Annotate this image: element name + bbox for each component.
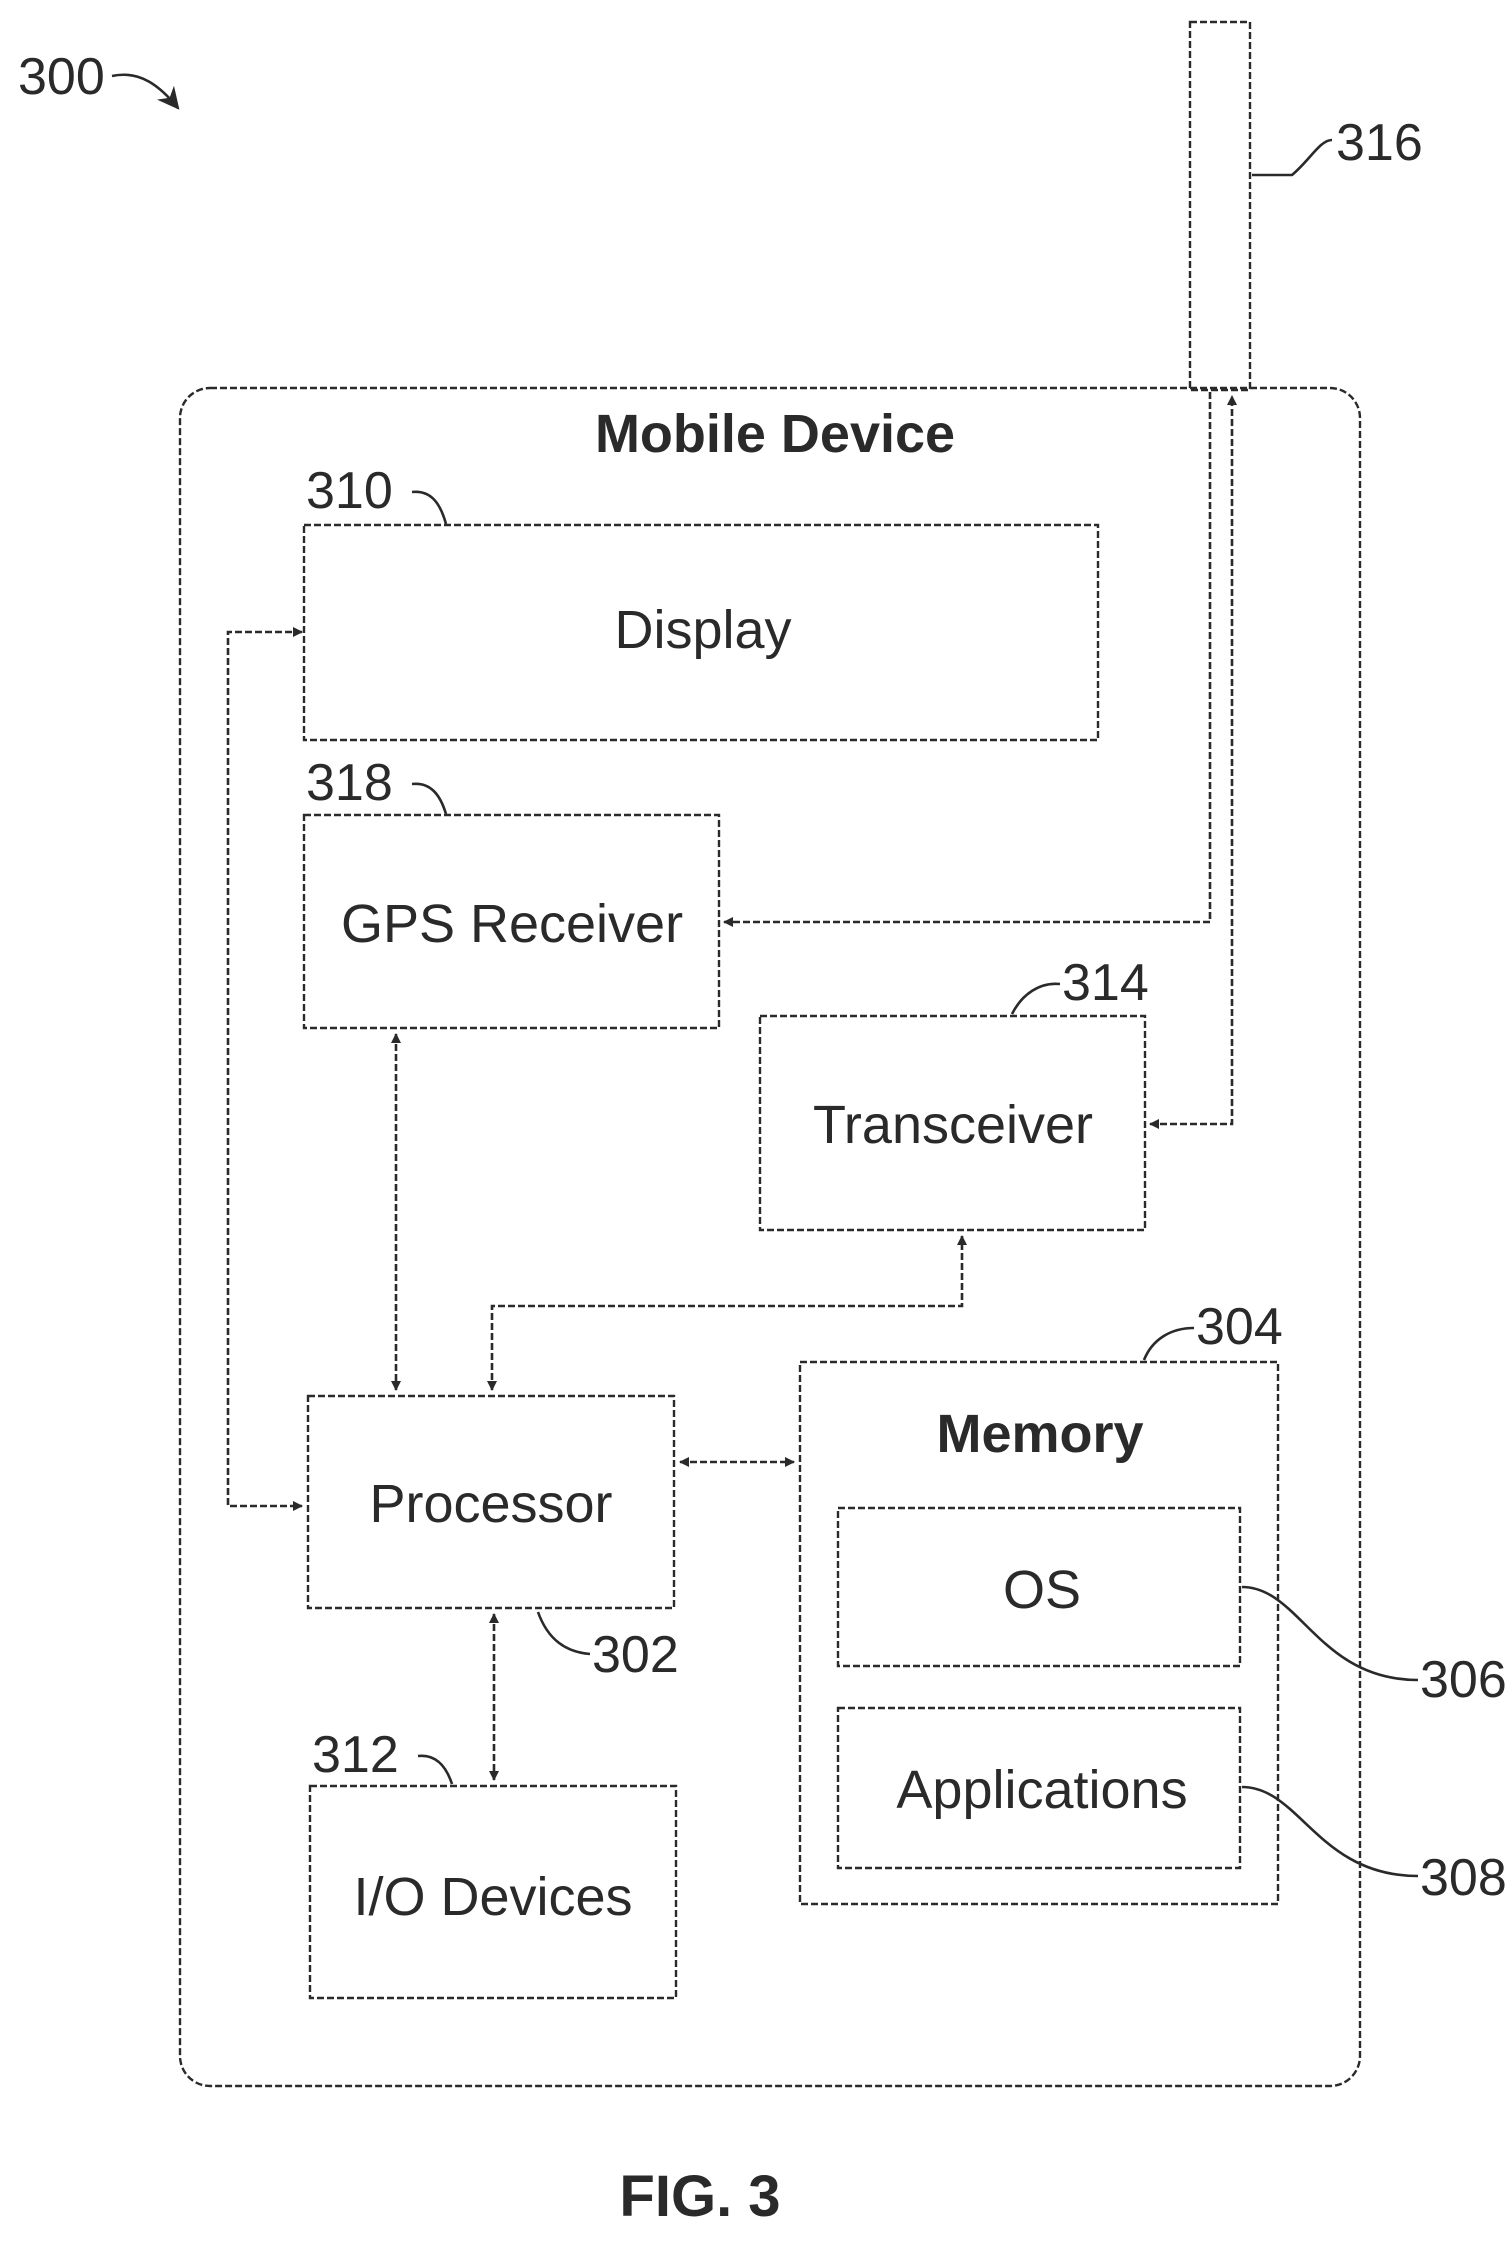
ref-316-leader: [1252, 140, 1332, 175]
os-label: OS: [1003, 1560, 1081, 1620]
gps-receiver-label: GPS Receiver: [341, 894, 683, 954]
ref-308: 308: [1420, 1849, 1507, 1907]
transceiver-label-text: Transceiver: [813, 1095, 1093, 1155]
ref-310: 310: [306, 462, 393, 520]
ref-318-leader: [412, 784, 446, 814]
ref-312-leader: [418, 1756, 452, 1784]
ref-310-leader: [412, 492, 446, 524]
io-devices-label: I/O Devices: [353, 1867, 632, 1927]
processor-transceiver-link: [492, 1236, 962, 1390]
ref-302-leader: [538, 1612, 590, 1654]
processor-display-link: [228, 632, 302, 1506]
figure-number: FIG. 3: [619, 2164, 780, 2229]
ref-302: 302: [592, 1626, 679, 1684]
antenna-gps-link: [724, 392, 1210, 922]
ref-306: 306: [1420, 1651, 1507, 1709]
ref-300: 300: [18, 48, 105, 106]
mobile-device-title: Mobile Device: [595, 404, 955, 464]
ref-316: 316: [1336, 114, 1423, 172]
ref-318: 318: [306, 754, 393, 812]
ref-308-leader: [1242, 1787, 1418, 1876]
display-label: Display: [614, 600, 791, 660]
ref-304: 304: [1196, 1298, 1283, 1356]
ref-306-leader: [1242, 1587, 1418, 1680]
ref-300-arrow: [112, 75, 178, 108]
antenna: [1190, 22, 1250, 390]
ref-314-leader: [1012, 984, 1060, 1014]
processor-label: Processor: [369, 1474, 612, 1534]
ref-314: 314: [1062, 954, 1149, 1012]
ref-304-leader: [1144, 1328, 1194, 1360]
memory-label: Memory: [936, 1404, 1143, 1464]
ref-312: 312: [312, 1726, 399, 1784]
applications-label: Applications: [896, 1760, 1187, 1820]
transceiver-antenna-link: [1150, 396, 1232, 1124]
